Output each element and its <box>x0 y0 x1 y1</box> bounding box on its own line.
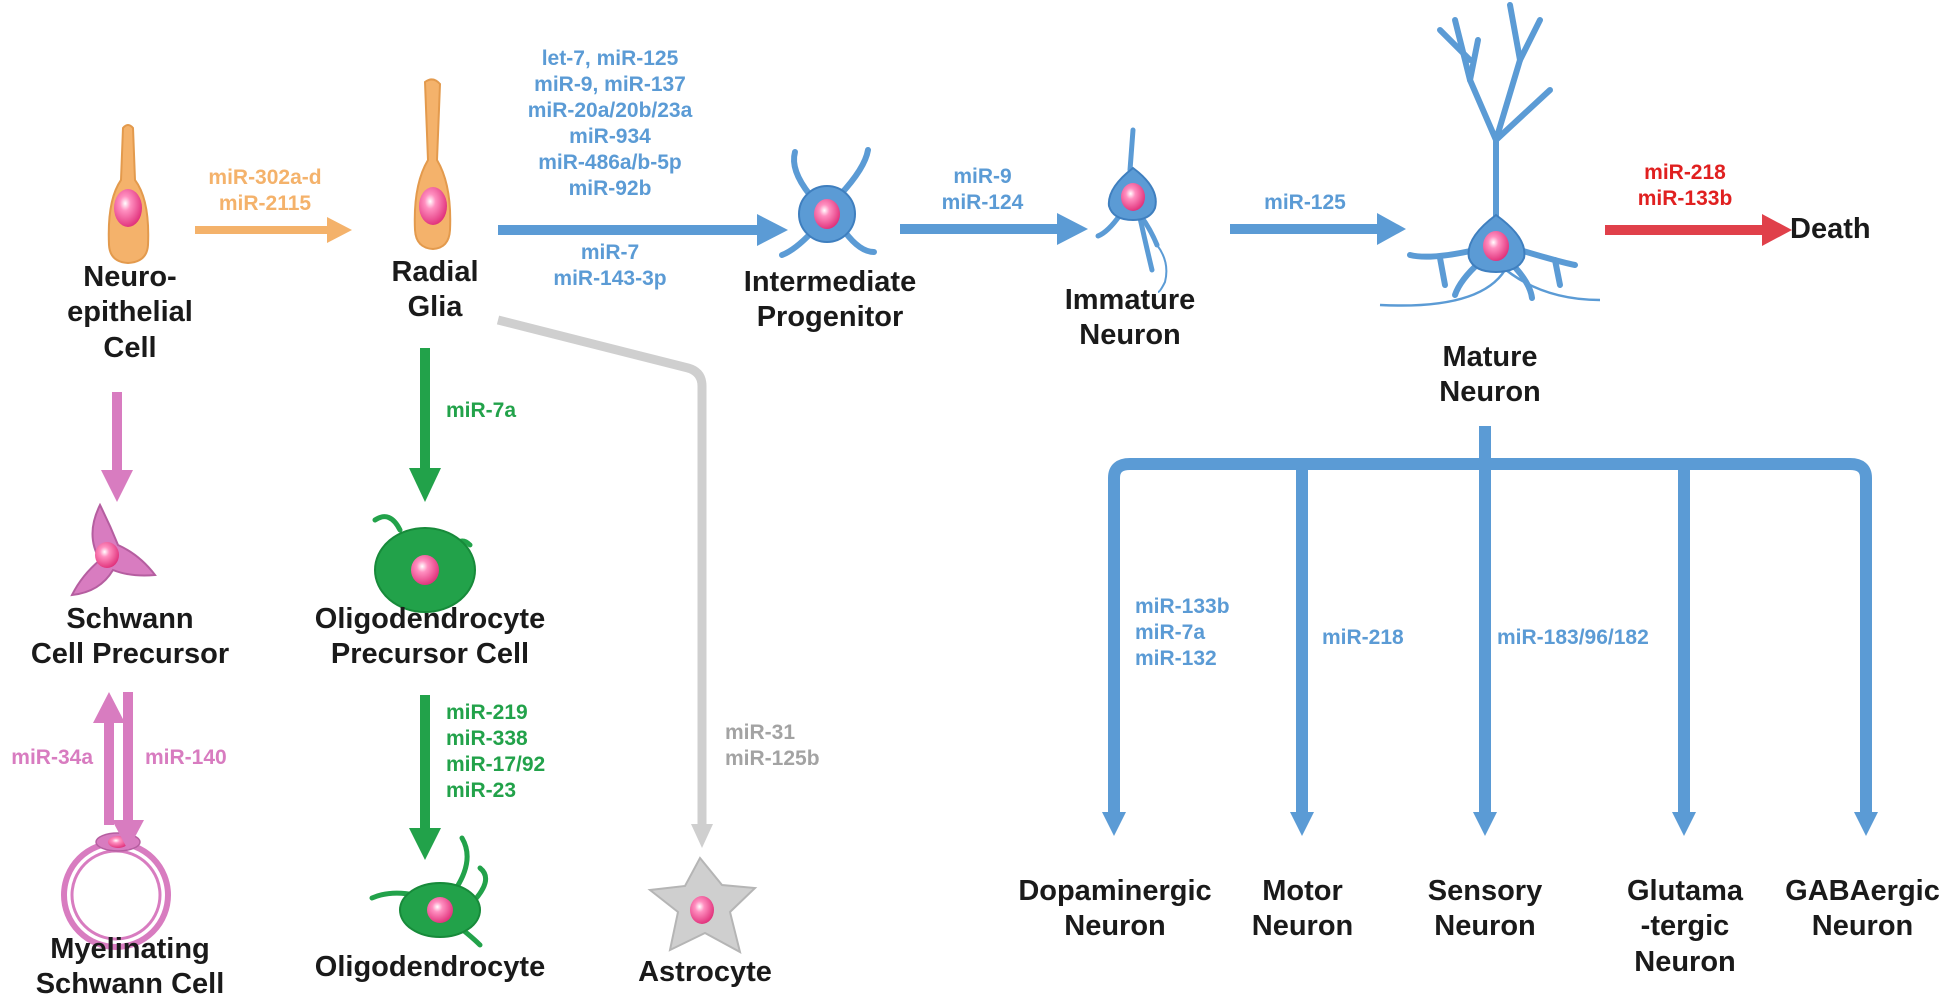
radial-glia-label: Radial Glia <box>391 256 479 324</box>
arrow-mature-to-subtypes <box>1108 426 1872 816</box>
astrocyte-label: Astrocyte <box>638 956 772 988</box>
arrow-radial-glia-to-intermediate <box>498 214 788 246</box>
schwann-cell-precursor-label: Schwann Cell Precursor <box>30 603 230 671</box>
arrow-radial-glia-to-astrocyte <box>496 315 713 848</box>
mirna-rg-to-ip-top: let-7, miR-125 miR-9, miR-137 miR-20a/20… <box>527 47 693 201</box>
mirna-ne-to-rg: miR-302a-d miR-2115 <box>208 166 322 216</box>
mirna-immature-to-mature: miR-125 <box>1264 191 1346 214</box>
mirna-to-dopaminergic: miR-133b miR-7a miR-132 <box>1135 595 1230 671</box>
arrow-opc-to-oligodendrocyte <box>409 695 441 860</box>
immature-neuron-label: Immature Neuron <box>1064 284 1196 352</box>
mature-neuron-cell-icon <box>1379 2 1601 307</box>
neuroepithelial-cell-icon <box>107 124 150 265</box>
death-label: Death <box>1790 213 1871 245</box>
arrow-myelinating-to-precursor <box>93 692 125 825</box>
oligodendrocyte-label: Oligodendrocyte <box>314 951 546 983</box>
arrow-immature-to-mature <box>1230 213 1406 245</box>
subtype-arrowheads <box>1102 812 1878 836</box>
oligodendrocyte-cell-icon <box>369 835 489 948</box>
mirna-rg-to-opc: miR-7a <box>446 399 517 422</box>
glutamatergic-neuron-label: Glutama -tergic Neuron <box>1626 875 1744 978</box>
mirna-rg-to-ip-bottom: miR-7 miR-143-3p <box>553 241 667 291</box>
intermediate-progenitor-label: Intermediate Progenitor <box>743 266 917 334</box>
arrow-ne-to-radial-glia <box>195 217 352 243</box>
dopaminergic-neuron-label: Dopaminergic Neuron <box>1018 875 1212 943</box>
arrow-mature-to-death <box>1605 214 1792 246</box>
mirna-mature-to-death: miR-218 miR-133b <box>1637 161 1733 211</box>
mirna-schwann-down: miR-140 <box>145 746 227 769</box>
arrow-radial-glia-to-opc <box>409 348 441 502</box>
astrocyte-cell-icon <box>647 856 758 954</box>
mirna-schwann-up: miR-34a <box>11 746 93 769</box>
radial-glia-cell-icon <box>413 78 452 251</box>
opc-cell-icon <box>372 514 476 613</box>
myelinating-schwann-cell-icon <box>61 832 171 950</box>
gabaergic-neuron-label: GABAergic Neuron <box>1785 875 1940 943</box>
mirna-opc-to-oligodendrocyte: miR-219 miR-338 miR-17/92 miR-23 <box>446 701 546 803</box>
motor-neuron-label: Motor Neuron <box>1251 875 1354 943</box>
mirna-rg-to-astrocyte: miR-31 miR-125b <box>725 721 820 771</box>
immature-neuron-cell-icon <box>1095 127 1168 293</box>
arrow-ne-to-schwann-precursor <box>101 392 133 502</box>
neuroepithelial-cell-label: Neuro- epithelial Cell <box>67 261 193 364</box>
mature-neuron-label: Mature Neuron <box>1439 341 1541 409</box>
arrow-precursor-to-myelinating <box>112 692 144 850</box>
sensory-neuron-label: Sensory Neuron <box>1427 875 1543 943</box>
intermediate-progenitor-cell-icon <box>779 147 877 258</box>
opc-label: Oligodendrocyte Precursor Cell <box>314 603 546 671</box>
mirna-ip-to-immature: miR-9 miR-124 <box>941 165 1024 215</box>
mirna-to-motor: miR-218 <box>1322 626 1404 649</box>
arrow-intermediate-to-immature <box>900 213 1088 245</box>
schwann-cell-precursor-icon <box>70 502 157 597</box>
myelinating-schwann-cell-label: Myelinating Schwann Cell <box>35 933 225 1001</box>
mirna-to-sensory: miR-183/96/182 <box>1497 626 1649 649</box>
